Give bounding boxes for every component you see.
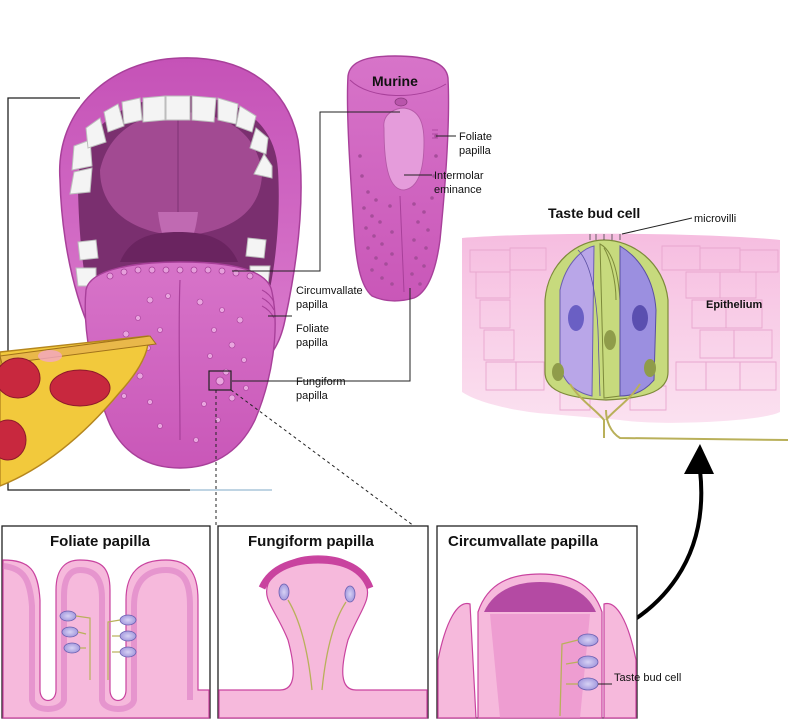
fungiform-highlight-papilla xyxy=(215,376,225,386)
zoom-lines xyxy=(215,389,415,527)
tongue-median-sulcus xyxy=(178,279,181,441)
fungiform-taste-buds xyxy=(278,583,356,603)
leader-lines xyxy=(232,111,456,382)
label-circumvallate-2: papilla xyxy=(296,299,329,311)
murine-fungiform-dots xyxy=(358,134,438,286)
murine-tongue-illustration xyxy=(346,55,450,302)
label-taste-bud-cell-small: Taste bud cell xyxy=(614,672,681,684)
microvilli-leader xyxy=(621,217,693,235)
human-mouth-illustration xyxy=(0,57,302,491)
panel-fungiform-title: Fungiform papilla xyxy=(248,533,374,550)
label-fungiform-1: Fungiform xyxy=(296,376,346,388)
label-foliate-human-2: papilla xyxy=(296,337,329,349)
nerve-fibers xyxy=(569,383,788,441)
panel-fungiform: Fungiform papilla xyxy=(217,525,429,719)
pizza-slice xyxy=(0,335,157,487)
panel-foliate-title: Foliate papilla xyxy=(50,533,151,550)
panel-circumvallate: Circumvallate papilla xyxy=(436,525,638,719)
label-circumvallate-1: Circumvallate xyxy=(296,285,363,297)
circumvallate-taste-buds xyxy=(577,633,599,691)
label-fungiform-2: papilla xyxy=(296,390,329,402)
intermolar-eminence xyxy=(383,107,425,191)
upper-teeth xyxy=(69,95,273,195)
murine-median-line xyxy=(399,195,405,293)
microvilli-tufts xyxy=(589,234,621,240)
label-foliate-murine-1: Foliate xyxy=(459,131,492,143)
panel-circumvallate-title: Circumvallate papilla xyxy=(448,533,599,550)
human-tongue xyxy=(84,261,276,469)
mouth-frame-line xyxy=(7,97,190,491)
murine-tongue-tip-line xyxy=(349,79,447,97)
fungiform-highlight-box xyxy=(208,370,232,391)
taste-bud-epithelium xyxy=(462,217,788,441)
label-taste-bud-cell-title: Taste bud cell xyxy=(548,205,640,221)
foliate-folds xyxy=(261,289,275,319)
label-epithelium: Epithelium xyxy=(706,299,762,311)
murine-foliate-marks xyxy=(432,129,438,139)
fungiform-nerves xyxy=(287,599,347,691)
taste-bud xyxy=(544,239,669,401)
circumvallate-nerves xyxy=(559,639,579,717)
label-intermolar-1: Intermolar xyxy=(434,170,484,182)
panel-foliate: Foliate papilla xyxy=(1,525,211,719)
label-foliate-murine-2: papilla xyxy=(459,145,492,157)
circumvallate-row xyxy=(106,266,254,280)
label-murine: Murine xyxy=(372,73,418,89)
label-microvilli: microvilli xyxy=(694,213,736,225)
epithelium-cells xyxy=(469,245,779,411)
palate xyxy=(100,112,262,236)
murine-circumvallate xyxy=(394,97,408,107)
foliate-nerves xyxy=(75,615,121,680)
label-intermolar-2: eminance xyxy=(434,184,482,196)
label-foliate-human-1: Foliate xyxy=(296,323,329,335)
throat xyxy=(120,232,238,262)
